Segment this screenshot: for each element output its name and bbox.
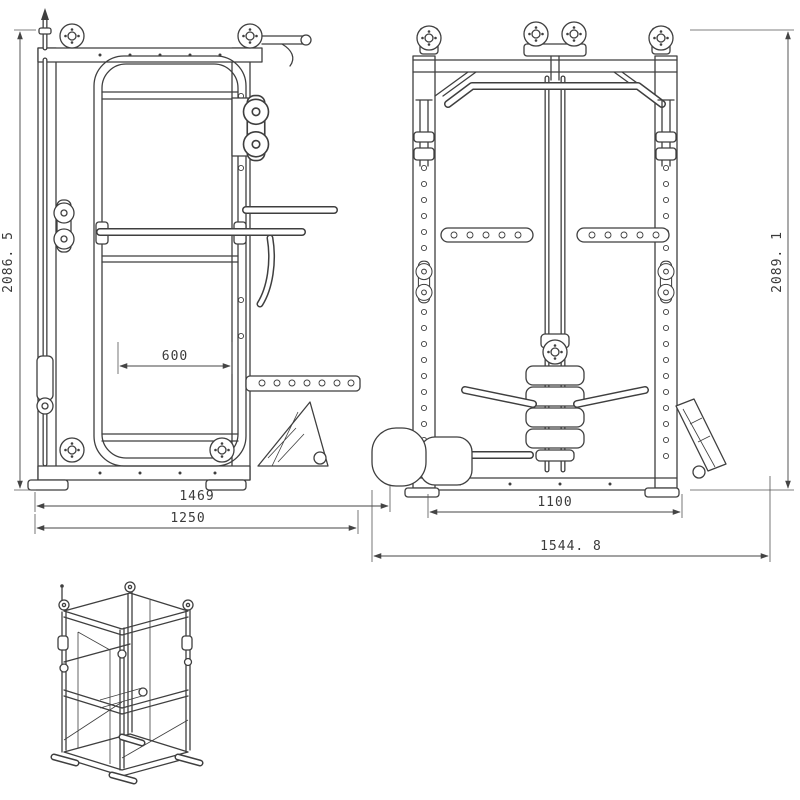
dim-side-inner-width: 600	[162, 349, 188, 364]
side-pulley-plate	[53, 199, 75, 253]
side-pulley-top-right	[237, 23, 263, 49]
dim-side-depth-base: 1250	[170, 511, 205, 526]
side-pulley-bottom-right	[209, 437, 235, 463]
side-kick-plate	[257, 401, 329, 467]
side-view: 2086. 5 600 1469 1250	[1, 8, 391, 534]
dim-side-height: 2086. 5	[1, 231, 16, 293]
dim-front-height: 2089. 1	[770, 231, 785, 293]
side-top-beam	[37, 47, 263, 63]
front-lat-bar	[444, 82, 666, 108]
front-roller-inner	[419, 436, 473, 486]
side-hook	[281, 43, 294, 67]
front-roller-outer	[371, 427, 427, 487]
front-stack-plate	[525, 386, 585, 407]
front-pulley-right	[648, 25, 674, 51]
front-stack-plate	[525, 407, 585, 428]
side-pulley-bottom-left	[59, 437, 85, 463]
dim-side-depth-total: 1469	[179, 489, 214, 504]
side-pulley-top-left	[59, 23, 85, 49]
front-pulley-center-right	[561, 21, 587, 47]
front-stack-plate	[525, 365, 585, 386]
front-pulley-center-left	[523, 21, 549, 47]
front-pulley-left	[416, 25, 442, 51]
isometric-view	[50, 581, 204, 785]
side-inner-frame	[93, 55, 247, 467]
front-left-attachment	[415, 260, 433, 304]
dim-front-post-spacing: 1100	[537, 495, 572, 510]
side-rod-tip	[41, 8, 49, 20]
side-spotter-rail	[245, 375, 361, 392]
side-bottom-beam	[37, 465, 251, 481]
side-cam-plates	[242, 94, 270, 162]
dim-front-overall-width: 1544. 8	[540, 539, 602, 554]
front-stack-plate	[525, 428, 585, 449]
front-view: 2089. 1 1100 1544. 8	[371, 21, 794, 562]
front-right-attachment	[657, 260, 675, 304]
front-top-beam	[412, 59, 678, 73]
side-weight-sleeve	[36, 355, 54, 401]
front-carriage-pulley	[542, 339, 568, 365]
front-kick-plate	[675, 398, 727, 472]
